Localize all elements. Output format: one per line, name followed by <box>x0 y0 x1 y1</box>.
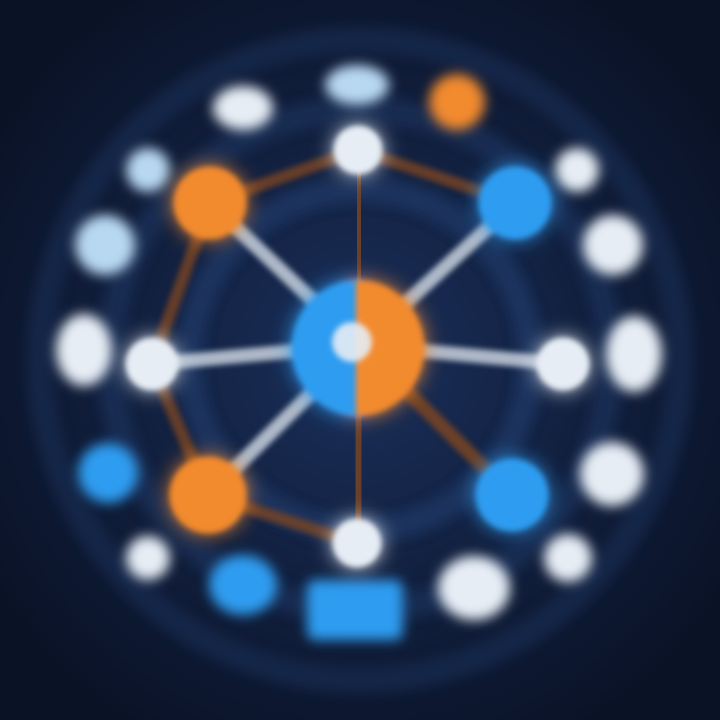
lower-right-node <box>476 459 548 531</box>
right-node <box>537 338 589 390</box>
outer-node-top-right <box>429 74 485 130</box>
bottom-node <box>333 519 381 567</box>
top-node <box>334 126 382 174</box>
outer-node-ring <box>56 65 662 640</box>
outer-node-left <box>56 314 112 386</box>
outer-node-top-left <box>213 86 273 130</box>
central-hub <box>292 280 424 416</box>
hub-left-half <box>292 280 360 416</box>
outer-node-lower-left <box>126 536 170 580</box>
outer-node-right-lower <box>580 442 644 506</box>
outer-node-lower-right <box>544 534 592 582</box>
hub-body <box>292 280 424 416</box>
outer-node-left-upper <box>75 215 135 275</box>
outer-node-left-lower <box>78 443 138 503</box>
outer-node-bottom-left <box>209 555 277 615</box>
lower-left-node <box>170 457 246 533</box>
upper-left-node <box>174 167 246 239</box>
outer-node-bottom-right <box>438 556 510 620</box>
inner-nodes <box>126 126 589 567</box>
outer-node-upper-right <box>555 148 599 192</box>
outer-node-right <box>606 316 662 392</box>
outer-node-upper-left <box>126 148 170 192</box>
hub-right-half <box>356 280 424 416</box>
outer-node-right-upper <box>583 215 643 275</box>
outer-node-bottom <box>307 580 403 640</box>
left-node <box>126 338 178 390</box>
hub-core <box>332 322 372 362</box>
outer-node-top <box>325 65 389 105</box>
upper-right-node <box>479 167 551 239</box>
orbit-ring-3 <box>27 27 693 693</box>
